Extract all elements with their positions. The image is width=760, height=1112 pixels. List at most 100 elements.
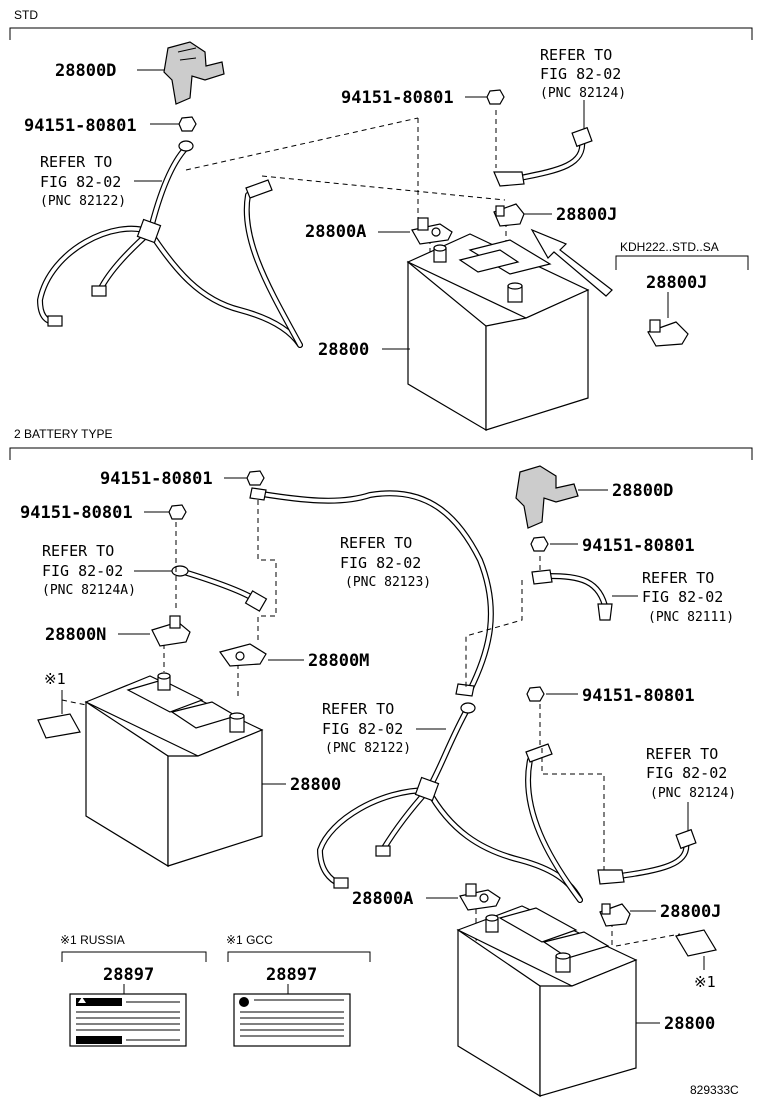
rect [76, 1036, 122, 1044]
std-terminal-cover-28800D[interactable] [163, 41, 225, 105]
text: (PNC 82123) [345, 575, 431, 590]
tb-refer-center: REFER TO FIG 82-02 (PNC 82123) [340, 534, 431, 590]
tb-nut-top[interactable] [246, 470, 265, 486]
tb-label-sticker-right [675, 929, 717, 957]
std-label-nut-left: 94151-80801 [24, 116, 137, 136]
std-refer-left: REFER TO FIG 82-02 (PNC 82122) [40, 153, 126, 209]
text: REFER TO [540, 46, 612, 64]
tb-terminal-28800M[interactable] [219, 643, 267, 667]
dashed-guide [465, 580, 523, 690]
gcc-header: ※1 GCC [226, 933, 273, 947]
tb-label-sticker-left [37, 713, 81, 739]
tb-terminal-28800J[interactable] [599, 903, 631, 927]
std-positive-cable[interactable] [493, 126, 593, 187]
section-std-bracket [9, 27, 753, 40]
tb-terminal-28800N[interactable] [151, 615, 191, 647]
tb-cable-82124[interactable] [597, 828, 697, 885]
text: (PNC 82122) [325, 741, 411, 756]
path [78, 997, 86, 1003]
variant-terminal-28800J[interactable] [647, 319, 689, 347]
tb-label-nut-right: 94151-80801 [582, 536, 695, 556]
circle [239, 997, 249, 1007]
std-negative-cable[interactable] [36, 140, 303, 348]
tb-refer-left: REFER TO FIG 82-02 (PNC 82124A) [42, 542, 136, 598]
std-terminal-28800A[interactable] [411, 217, 453, 245]
gcc-part-number: 28897 [266, 965, 317, 985]
tb-terminal-28800A[interactable] [459, 883, 501, 911]
text: FIG 82-02 [40, 173, 121, 191]
variant-bracket [615, 255, 749, 270]
tb-label-28800D: 28800D [612, 481, 673, 501]
text: FIG 82-02 [642, 588, 723, 606]
text: (PNC 82124) [650, 786, 736, 801]
russia-part-number: 28897 [103, 965, 154, 985]
tb-long-cable[interactable] [249, 487, 494, 697]
std-terminal-28800J[interactable] [493, 203, 525, 227]
tb-label-nut-top: 94151-80801 [100, 469, 213, 489]
std-direction-arrow [530, 228, 613, 297]
tb-nut-lower-right[interactable] [526, 686, 545, 702]
text: REFER TO [642, 569, 714, 587]
text: (PNC 82124A) [42, 583, 136, 598]
russia-bracket [61, 951, 207, 962]
dashed-guide [185, 117, 419, 171]
text: REFER TO [42, 542, 114, 560]
std-label-28800D: 28800D [55, 61, 116, 81]
tb-note-left: ※1 [44, 670, 66, 688]
text: REFER TO [340, 534, 412, 552]
text: (PNC 82111) [648, 610, 734, 625]
tb-label-nut-left: 94151-80801 [20, 503, 133, 523]
russia-header: ※1 RUSSIA [60, 933, 125, 947]
tb-battery-left[interactable] [84, 672, 264, 868]
text: (PNC 82122) [40, 194, 126, 209]
std-nut-left[interactable] [178, 116, 197, 132]
tb-cable-82122[interactable] [316, 702, 583, 903]
tb-battery-right[interactable] [456, 905, 638, 1098]
tb-left-short-cable[interactable] [171, 565, 268, 612]
std-label-28800A: 28800A [305, 222, 366, 242]
figure-code: 829333C [690, 1083, 739, 1097]
dashed-guide [615, 933, 681, 947]
text: REFER TO [322, 700, 394, 718]
tb-cable-82111[interactable] [531, 569, 613, 621]
tb-nut-left[interactable] [168, 504, 187, 520]
tb-label-28800A: 28800A [352, 889, 413, 909]
rect [76, 998, 122, 1006]
tb-label-28800J: 28800J [660, 902, 721, 922]
text: FIG 82-02 [340, 554, 421, 572]
tb-label-28800M: 28800M [308, 651, 369, 671]
tb-label-28800N: 28800N [45, 625, 106, 645]
std-battery-28800[interactable] [406, 233, 590, 432]
dashed-guide [541, 748, 605, 870]
text: FIG 82-02 [322, 720, 403, 738]
dashed-guide [475, 900, 496, 941]
tb-nut-right[interactable] [530, 536, 549, 552]
text: FIG 82-02 [540, 65, 621, 83]
tb-refer-lower-right: REFER TO FIG 82-02 (PNC 82124) [646, 745, 736, 801]
gcc-bracket [227, 951, 371, 962]
std-label-28800: 28800 [318, 340, 369, 360]
dashed-guide [261, 175, 506, 201]
variant-label: KDH222..STD..SA [620, 240, 719, 254]
std-label-28800J: 28800J [556, 205, 617, 225]
tb-label-28800-right: 28800 [664, 1014, 715, 1034]
tb-note-right: ※1 [694, 973, 716, 991]
text: REFER TO [646, 745, 718, 763]
text: FIG 82-02 [42, 562, 123, 580]
gcc-label-sticker [233, 993, 351, 1047]
std-nut-mid[interactable] [486, 89, 505, 105]
tb-refer-lower-center: REFER TO FIG 82-02 (PNC 82122) [322, 700, 411, 756]
text: FIG 82-02 [646, 764, 727, 782]
section-std-title: STD [14, 8, 38, 22]
std-label-nut-mid: 94151-80801 [341, 88, 454, 108]
tb-label-28800-left: 28800 [290, 775, 341, 795]
tb-refer-right-top: REFER TO FIG 82-02 (PNC 82111) [642, 569, 734, 625]
russia-label-sticker [69, 993, 187, 1047]
dashed-guide [257, 500, 277, 640]
std-refer-right: REFER TO FIG 82-02 (PNC 82124) [540, 46, 626, 101]
section-two-battery-title: 2 BATTERY TYPE [14, 427, 112, 441]
variant-label-28800J: 28800J [646, 273, 707, 293]
tb-terminal-cover-28800D[interactable] [515, 465, 579, 529]
text: REFER TO [40, 153, 112, 171]
